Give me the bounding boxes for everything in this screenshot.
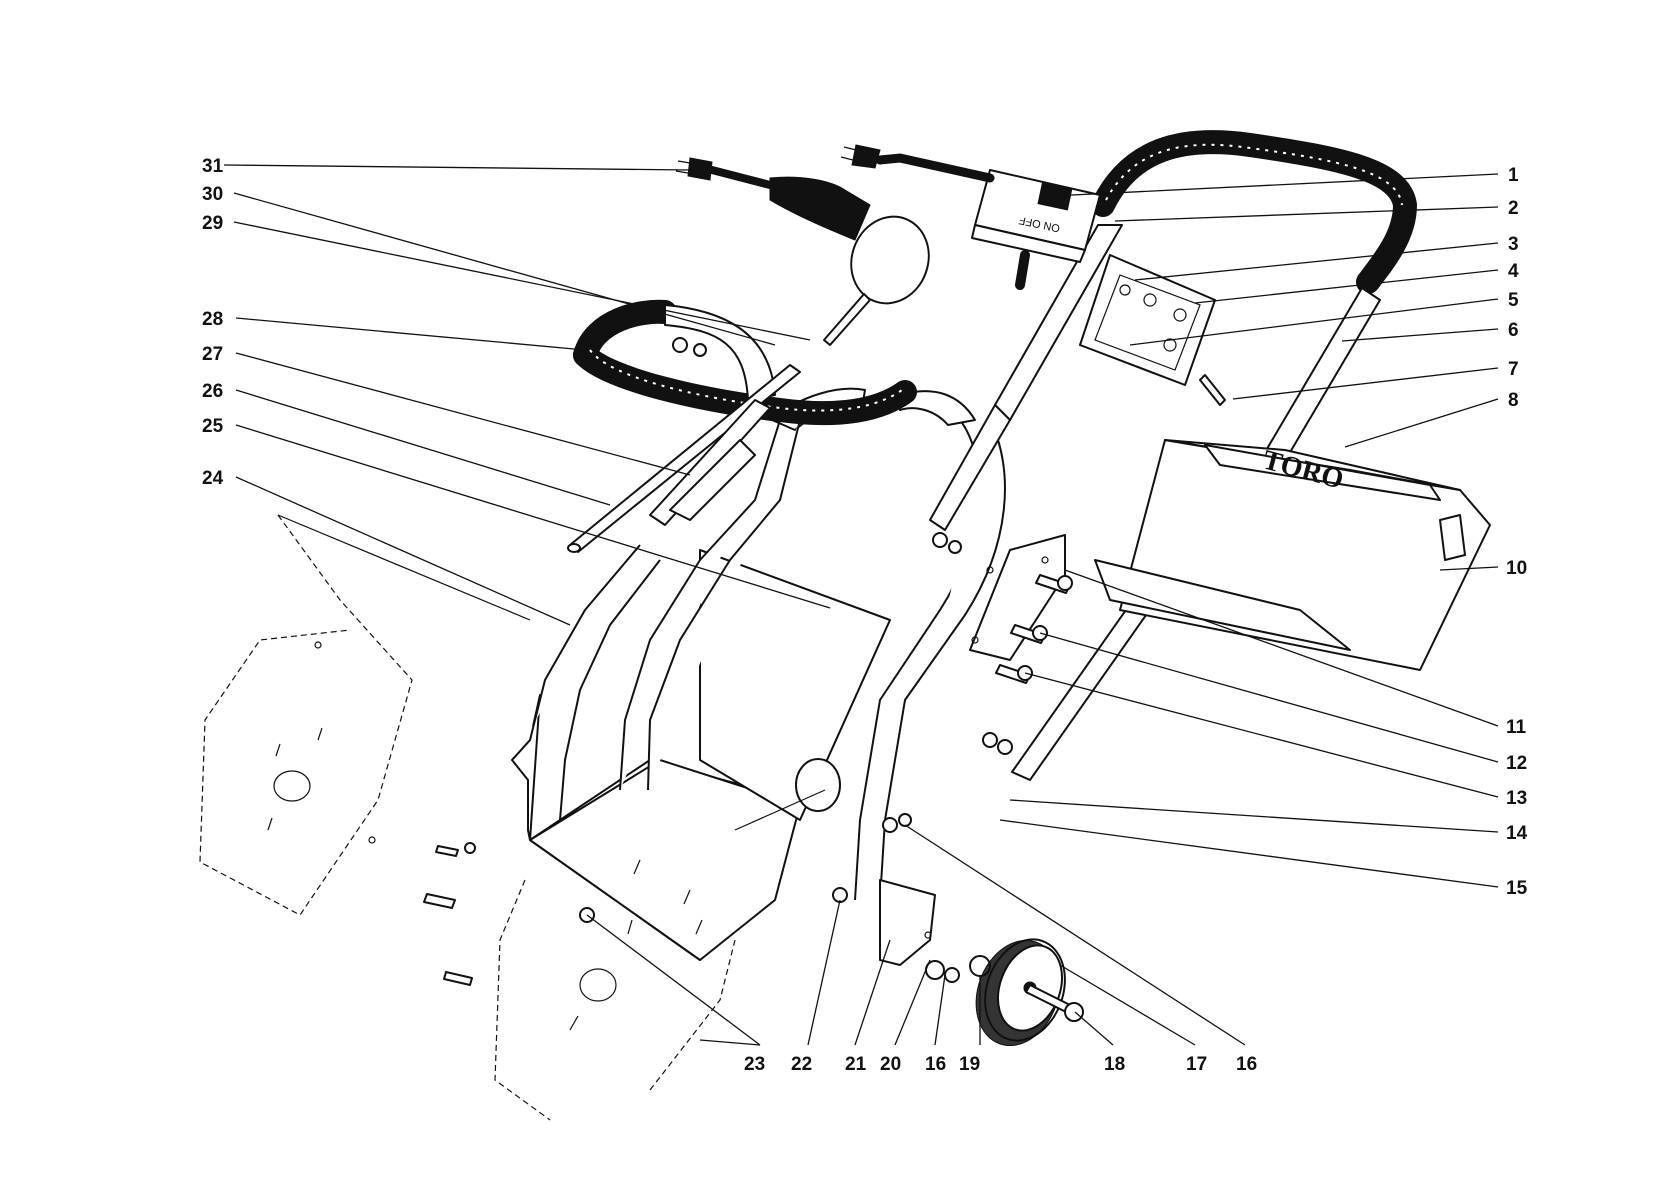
- callout-labels: 1 2 3 4 5 6 7 8 10 11 12 13 14 15 16 16 …: [202, 156, 1528, 1075]
- nut-frame: [932, 532, 948, 548]
- callout-23: 23: [744, 1054, 765, 1075]
- callout-13: 13: [1506, 788, 1527, 809]
- callout-3: 3: [1508, 234, 1519, 255]
- callout-5: 5: [1508, 290, 1519, 311]
- control-rod: [567, 364, 801, 553]
- extension-cord: [675, 157, 871, 241]
- callout-18: 18: [1104, 1054, 1125, 1075]
- bolt-11: [1035, 574, 1073, 594]
- nut-28: [672, 337, 688, 353]
- control-bail: [573, 299, 917, 426]
- callout-17: 17: [1186, 1054, 1207, 1075]
- nut-14: [982, 732, 998, 748]
- switch-box: ON OFF: [840, 144, 1101, 290]
- callout-16-right: 16: [1236, 1054, 1257, 1075]
- nut-16: [882, 817, 898, 833]
- callout-30: 30: [202, 184, 223, 205]
- callout-8: 8: [1508, 390, 1519, 411]
- callout-14: 14: [1506, 823, 1528, 844]
- callout-27: 27: [202, 344, 223, 365]
- callout-4: 4: [1508, 261, 1519, 282]
- screw-left-1: [423, 893, 456, 909]
- callout-26: 26: [202, 381, 223, 402]
- callout-11: 11: [1506, 717, 1527, 738]
- washer-15: [997, 739, 1013, 755]
- leader-lines: [223, 164, 1499, 1046]
- fasteners: [423, 337, 1073, 986]
- callout-12: 12: [1506, 753, 1527, 774]
- callout-29: 29: [202, 213, 223, 234]
- mounting-plate: [969, 534, 1066, 661]
- wheel: [975, 938, 1084, 1047]
- parts-illustration: ON OFF: [199, 130, 1491, 1121]
- nut-16b: [944, 967, 960, 983]
- screw-left-3: [443, 971, 473, 986]
- cord-clip: [823, 215, 930, 346]
- callout-21: 21: [845, 1054, 867, 1075]
- callout-25: 25: [202, 416, 224, 437]
- callout-28: 28: [202, 309, 223, 330]
- callout-31: 31: [202, 156, 224, 177]
- callout-1: 1: [1508, 165, 1519, 186]
- hood-shield: TORO: [1094, 439, 1491, 671]
- screw-left-2: [435, 845, 459, 857]
- washer-22: [832, 887, 848, 903]
- callout-7: 7: [1508, 359, 1519, 380]
- switch-bracket: [1079, 254, 1226, 406]
- callout-24: 24: [202, 468, 224, 489]
- callout-2: 2: [1508, 198, 1519, 219]
- side-plate: [199, 514, 736, 1121]
- side-bracket: [879, 879, 936, 966]
- callout-19: 19: [959, 1054, 980, 1075]
- callout-20: 20: [880, 1054, 901, 1075]
- callout-22: 22: [791, 1054, 812, 1075]
- callout-10: 10: [1506, 558, 1527, 579]
- callout-6: 6: [1508, 320, 1519, 341]
- callout-15: 15: [1506, 878, 1528, 899]
- callout-16-lower: 16: [925, 1054, 946, 1075]
